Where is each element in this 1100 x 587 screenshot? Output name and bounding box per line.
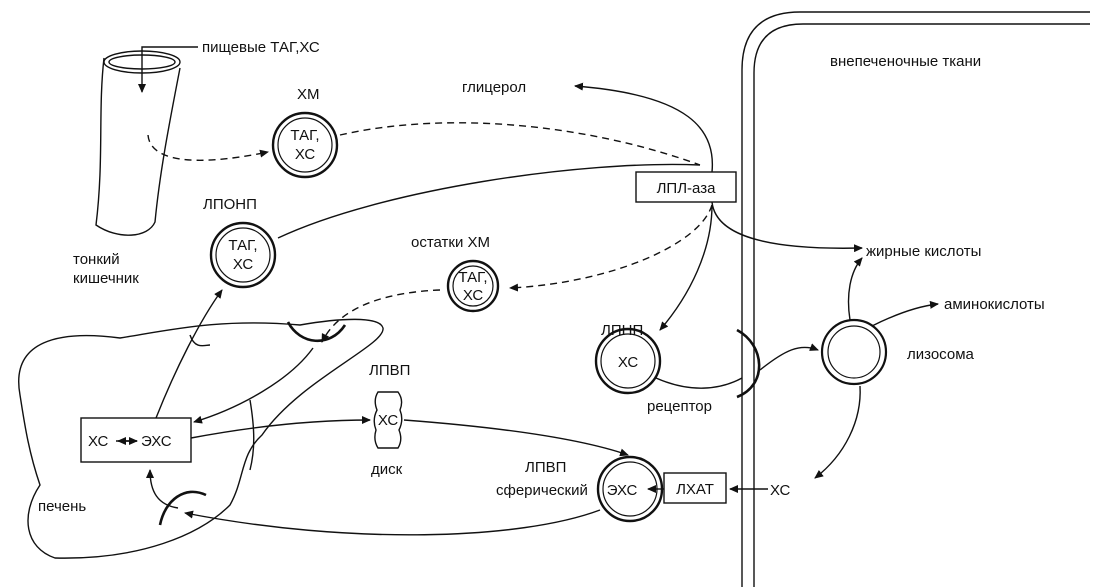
hdl-to-liver-arrow xyxy=(184,509,601,536)
vldl-hs-text: ХС xyxy=(233,256,254,273)
spherical-hdl-particle: ЭХС xyxy=(596,455,664,523)
lcat-box: ЛХАТ xyxy=(663,472,727,504)
intestine-label-line1: тонкий xyxy=(73,251,120,268)
free-cholesterol-label: ХС xyxy=(770,482,791,499)
lcat-label: ЛХАТ xyxy=(676,481,714,498)
spherical-hdl-label-line1: ЛПВП xyxy=(525,459,566,476)
chylomicron-tag-text: ТАГ, xyxy=(290,127,319,144)
spherical-hdl-label-line2: сферический xyxy=(496,482,588,499)
small-intestine xyxy=(95,50,181,236)
vldl-particle: ТАГ, ХС xyxy=(209,221,277,289)
discoid-hdl-label: ЛПВП xyxy=(369,362,410,379)
ldl-to-receptor-line xyxy=(655,377,743,389)
vldl-tag-text: ТАГ, xyxy=(228,237,257,254)
ldl-particle: ХС xyxy=(594,327,662,395)
lysosome-to-fatty-acids-arrow xyxy=(847,257,863,321)
liver-remnant-receptor xyxy=(286,321,347,343)
amino-acids-label: аминокислоты xyxy=(944,296,1045,313)
extrahepatic-tissue-label: внепеченочные ткани xyxy=(830,53,981,70)
intestine-label-line2: кишечник xyxy=(73,270,139,287)
fatty-acids-arrow xyxy=(711,201,863,253)
fatty-acids-label: жирные кислоты xyxy=(866,243,981,260)
liver-to-vldl-arrow xyxy=(155,289,223,419)
liver-cholesterol-box: ХС ЭХС xyxy=(80,417,192,463)
liver-hdl-receptor xyxy=(158,490,207,526)
dietary-intake-arrow xyxy=(138,46,198,93)
liver-fold-line xyxy=(189,334,211,347)
lysosome xyxy=(820,318,888,386)
liver-label: печень xyxy=(38,498,86,515)
chylomicron-to-lpl-line xyxy=(339,122,701,166)
lysosome-to-free-hs-arrow xyxy=(814,385,861,479)
discoid-hdl-particle: ХС xyxy=(373,391,403,449)
disk-hs-text: ХС xyxy=(378,412,399,429)
liver-outline xyxy=(18,318,384,559)
lpl-label: ЛПЛ-аза xyxy=(657,180,717,197)
lpl-to-remnants-arrow xyxy=(509,204,713,292)
hdl-receptor-to-liver-arrow xyxy=(146,469,179,509)
remnants-label: остатки ХМ xyxy=(411,234,490,251)
spherical-hdl-ehs-text: ЭХС xyxy=(607,482,638,499)
vldl-label: ЛПОНП xyxy=(203,196,257,213)
glycerol-arrow xyxy=(574,82,714,173)
dietary-tag-hs-label: пищевые ТАГ,ХС xyxy=(202,39,320,56)
lysosome-label: лизосома xyxy=(907,346,975,363)
liver-hs-text: ХС xyxy=(88,433,109,450)
lysosome-to-amino-acids-arrow xyxy=(871,300,939,327)
receptor-label: рецептор xyxy=(647,398,712,415)
liver-to-disk-arrow xyxy=(190,416,371,439)
chylomicron-label: ХМ xyxy=(297,86,320,103)
ldl-hs-text: ХС xyxy=(618,354,639,371)
extrahepatic-cell xyxy=(741,11,1090,587)
remnant-particle: ТАГ, ХС xyxy=(446,259,500,313)
lpl-to-ldl-arrow xyxy=(659,204,713,331)
remnant-hs-text: ХС xyxy=(463,287,484,304)
remnant-tag-text: ТАГ, xyxy=(458,269,487,286)
remnant-receptor-to-liver-arrow xyxy=(193,347,314,424)
chylomicron-particle: ТАГ, ХС xyxy=(271,111,339,179)
chylomicron-hs-text: ХС xyxy=(295,146,316,163)
liver-lobe-line xyxy=(249,399,255,471)
vldl-to-lpl-line xyxy=(277,163,701,239)
ldl-receptor xyxy=(736,328,761,399)
intestine-to-chylomicron-arrow xyxy=(147,134,269,161)
disk-to-spherical-hdl-arrow xyxy=(403,419,629,457)
glycerol-label: глицерол xyxy=(462,79,526,96)
receptor-to-lysosome-arrow xyxy=(759,343,819,371)
lpl-box: ЛПЛ-аза xyxy=(635,171,737,203)
disk-label: диск xyxy=(371,461,403,478)
remnants-to-liver-arrow xyxy=(321,289,441,343)
liver-ehs-text: ЭХС xyxy=(141,433,172,450)
